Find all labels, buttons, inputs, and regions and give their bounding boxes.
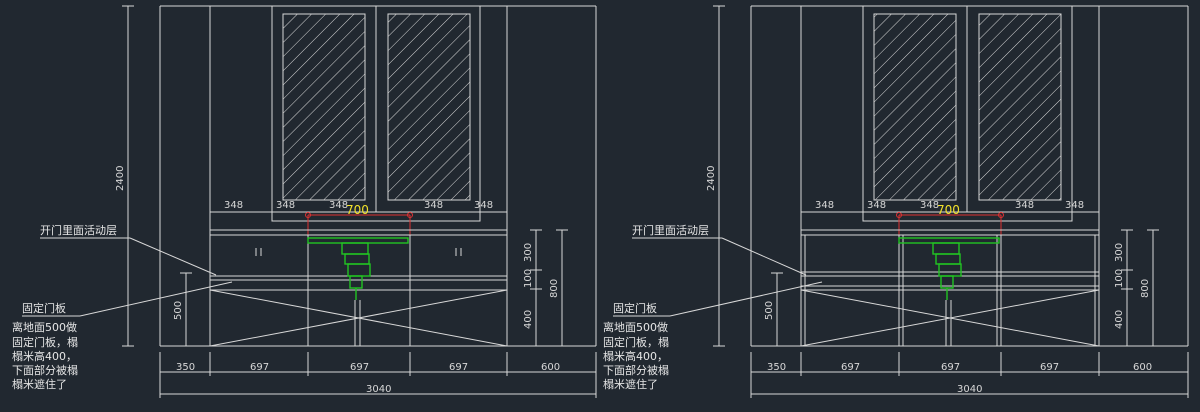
elevation-drawing-1: 348 348 348 348 348 700 [12, 5, 597, 398]
top-dimension-line: 348 348 348 348 348 [209, 200, 508, 216]
wall-outline [750, 5, 1189, 347]
note-line-5: 榻米遮住了 [603, 377, 658, 391]
note-line-1: 离地面500做 [12, 320, 77, 334]
sink-width-dimension: 700 [896, 203, 1004, 242]
note-line-3: 榻米高400， [12, 349, 77, 363]
lower-cabinet [800, 229, 1100, 347]
bottom-dim-697-a: 697 [841, 362, 860, 373]
left-dim-500: 500 [764, 301, 775, 320]
left-dim-2400: 2400 [115, 166, 126, 191]
right-dim-100: 100 [1114, 269, 1125, 288]
top-dim-1: 348 [815, 200, 834, 211]
annotations: 开门里面活动层 固定门板 离地面500做 固定门板，榻 榻米高400， 下面部分… [12, 223, 233, 391]
note-line-5: 榻米遮住了 [12, 377, 67, 391]
bottom-dim-350: 350 [767, 362, 786, 373]
note-active-layer: 开门里面活动层 [632, 223, 709, 237]
total-width-label: 3040 [366, 384, 391, 395]
top-dim-5: 348 [474, 200, 493, 211]
bottom-dimensions: 350 697 697 697 600 3040 [159, 352, 597, 398]
right-dim-400: 400 [1114, 310, 1125, 329]
bottom-dim-350: 350 [176, 362, 195, 373]
sink-icon [307, 237, 409, 346]
upper-glass-cabinet [271, 5, 481, 222]
elevation-drawing-2: 348 348 348 348 348 700 [603, 5, 1189, 398]
bottom-dimensions: 350 697 697 697 600 3040 [750, 352, 1189, 398]
right-dim-100: 100 [523, 269, 534, 288]
right-dim-300: 300 [1114, 243, 1125, 262]
top-dimension-line: 348 348 348 348 348 [800, 200, 1100, 216]
sink-width-label: 700 [346, 203, 369, 217]
note-active-layer: 开门里面活动层 [40, 223, 117, 237]
left-dim-500: 500 [173, 301, 184, 320]
wall-outline [159, 5, 597, 347]
right-dim-400: 400 [523, 310, 534, 329]
top-dim-3: 348 [920, 200, 939, 211]
left-dim-2400: 2400 [706, 166, 717, 191]
note-line-4: 下面部分被榻 [12, 363, 78, 377]
note-line-2: 固定门板，榻 [603, 335, 669, 349]
top-dim-5: 348 [1065, 200, 1084, 211]
right-dim-800: 800 [1140, 279, 1151, 298]
left-height-dimensions: 2400 500 [706, 5, 783, 347]
bottom-dim-697-a: 697 [250, 362, 269, 373]
sink-width-label: 700 [937, 203, 960, 217]
sink-width-dimension: 700 [305, 203, 413, 242]
top-dim-2: 348 [867, 200, 886, 211]
bottom-dim-697-b: 697 [941, 362, 960, 373]
note-line-3: 榻米高400， [603, 349, 668, 363]
right-height-dimensions: 300 100 400 800 [523, 229, 568, 347]
upper-glass-cabinet [862, 5, 1073, 222]
bottom-dim-697-c: 697 [449, 362, 468, 373]
bottom-dim-697-b: 697 [350, 362, 369, 373]
right-height-dimensions: 300 100 400 800 [1114, 229, 1159, 347]
bottom-dim-600: 600 [541, 362, 560, 373]
note-fixed-door: 固定门板 [613, 301, 657, 315]
note-line-4: 下面部分被榻 [603, 363, 669, 377]
annotations: 开门里面活动层 固定门板 离地面500做 固定门板，榻 榻米高400， 下面部分… [603, 223, 823, 391]
bottom-dim-697-c: 697 [1040, 362, 1059, 373]
sink-icon [898, 237, 1000, 346]
note-line-2: 固定门板，榻 [12, 335, 78, 349]
top-dim-1: 348 [224, 200, 243, 211]
note-line-1: 离地面500做 [603, 320, 668, 334]
top-dim-3: 348 [329, 200, 348, 211]
note-fixed-door: 固定门板 [22, 301, 66, 315]
left-height-dimensions: 2400 500 [115, 5, 192, 347]
total-width-label: 3040 [957, 384, 982, 395]
bottom-dim-600: 600 [1133, 362, 1152, 373]
right-dim-800: 800 [549, 279, 560, 298]
right-dim-300: 300 [523, 243, 534, 262]
top-dim-4: 348 [1015, 200, 1034, 211]
top-dim-2: 348 [276, 200, 295, 211]
top-dim-4: 348 [424, 200, 443, 211]
